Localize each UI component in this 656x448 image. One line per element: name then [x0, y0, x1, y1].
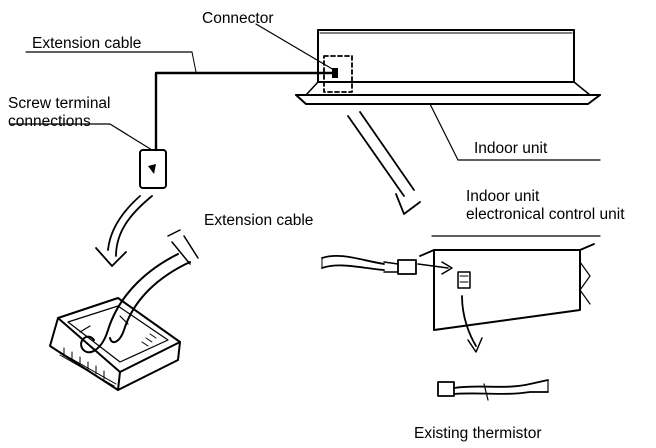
label-existing-thermistor: Existing thermistor	[414, 425, 542, 442]
label-ecu-line2: electronical control unit	[466, 206, 625, 223]
label-screw-connections: connections	[8, 113, 91, 130]
label-extension-cable-top: Extension cable	[32, 35, 142, 52]
label-connector: Connector	[202, 10, 274, 27]
label-indoor-unit: Indoor unit	[474, 140, 548, 157]
indoor-unit-leader	[429, 103, 601, 161]
existing-thermistor-drawing	[437, 379, 549, 401]
connector-box	[323, 55, 353, 93]
label-screw-terminal: Screw terminal	[8, 95, 111, 112]
control-unit-board	[419, 235, 601, 353]
arrow-to-terminal-detail	[95, 195, 153, 267]
arrow-to-control-unit	[347, 111, 421, 215]
screw-terminal-box	[9, 123, 167, 189]
label-extension-cable-mid: Extension cable	[204, 212, 314, 229]
indoor-unit-drawing	[295, 29, 601, 105]
extension-cable-mid	[321, 254, 453, 275]
terminal-block-detail	[49, 229, 199, 391]
extension-cable-top	[25, 51, 334, 152]
connector-leader	[255, 23, 335, 71]
label-ecu-line1: Indoor unit	[466, 188, 540, 205]
